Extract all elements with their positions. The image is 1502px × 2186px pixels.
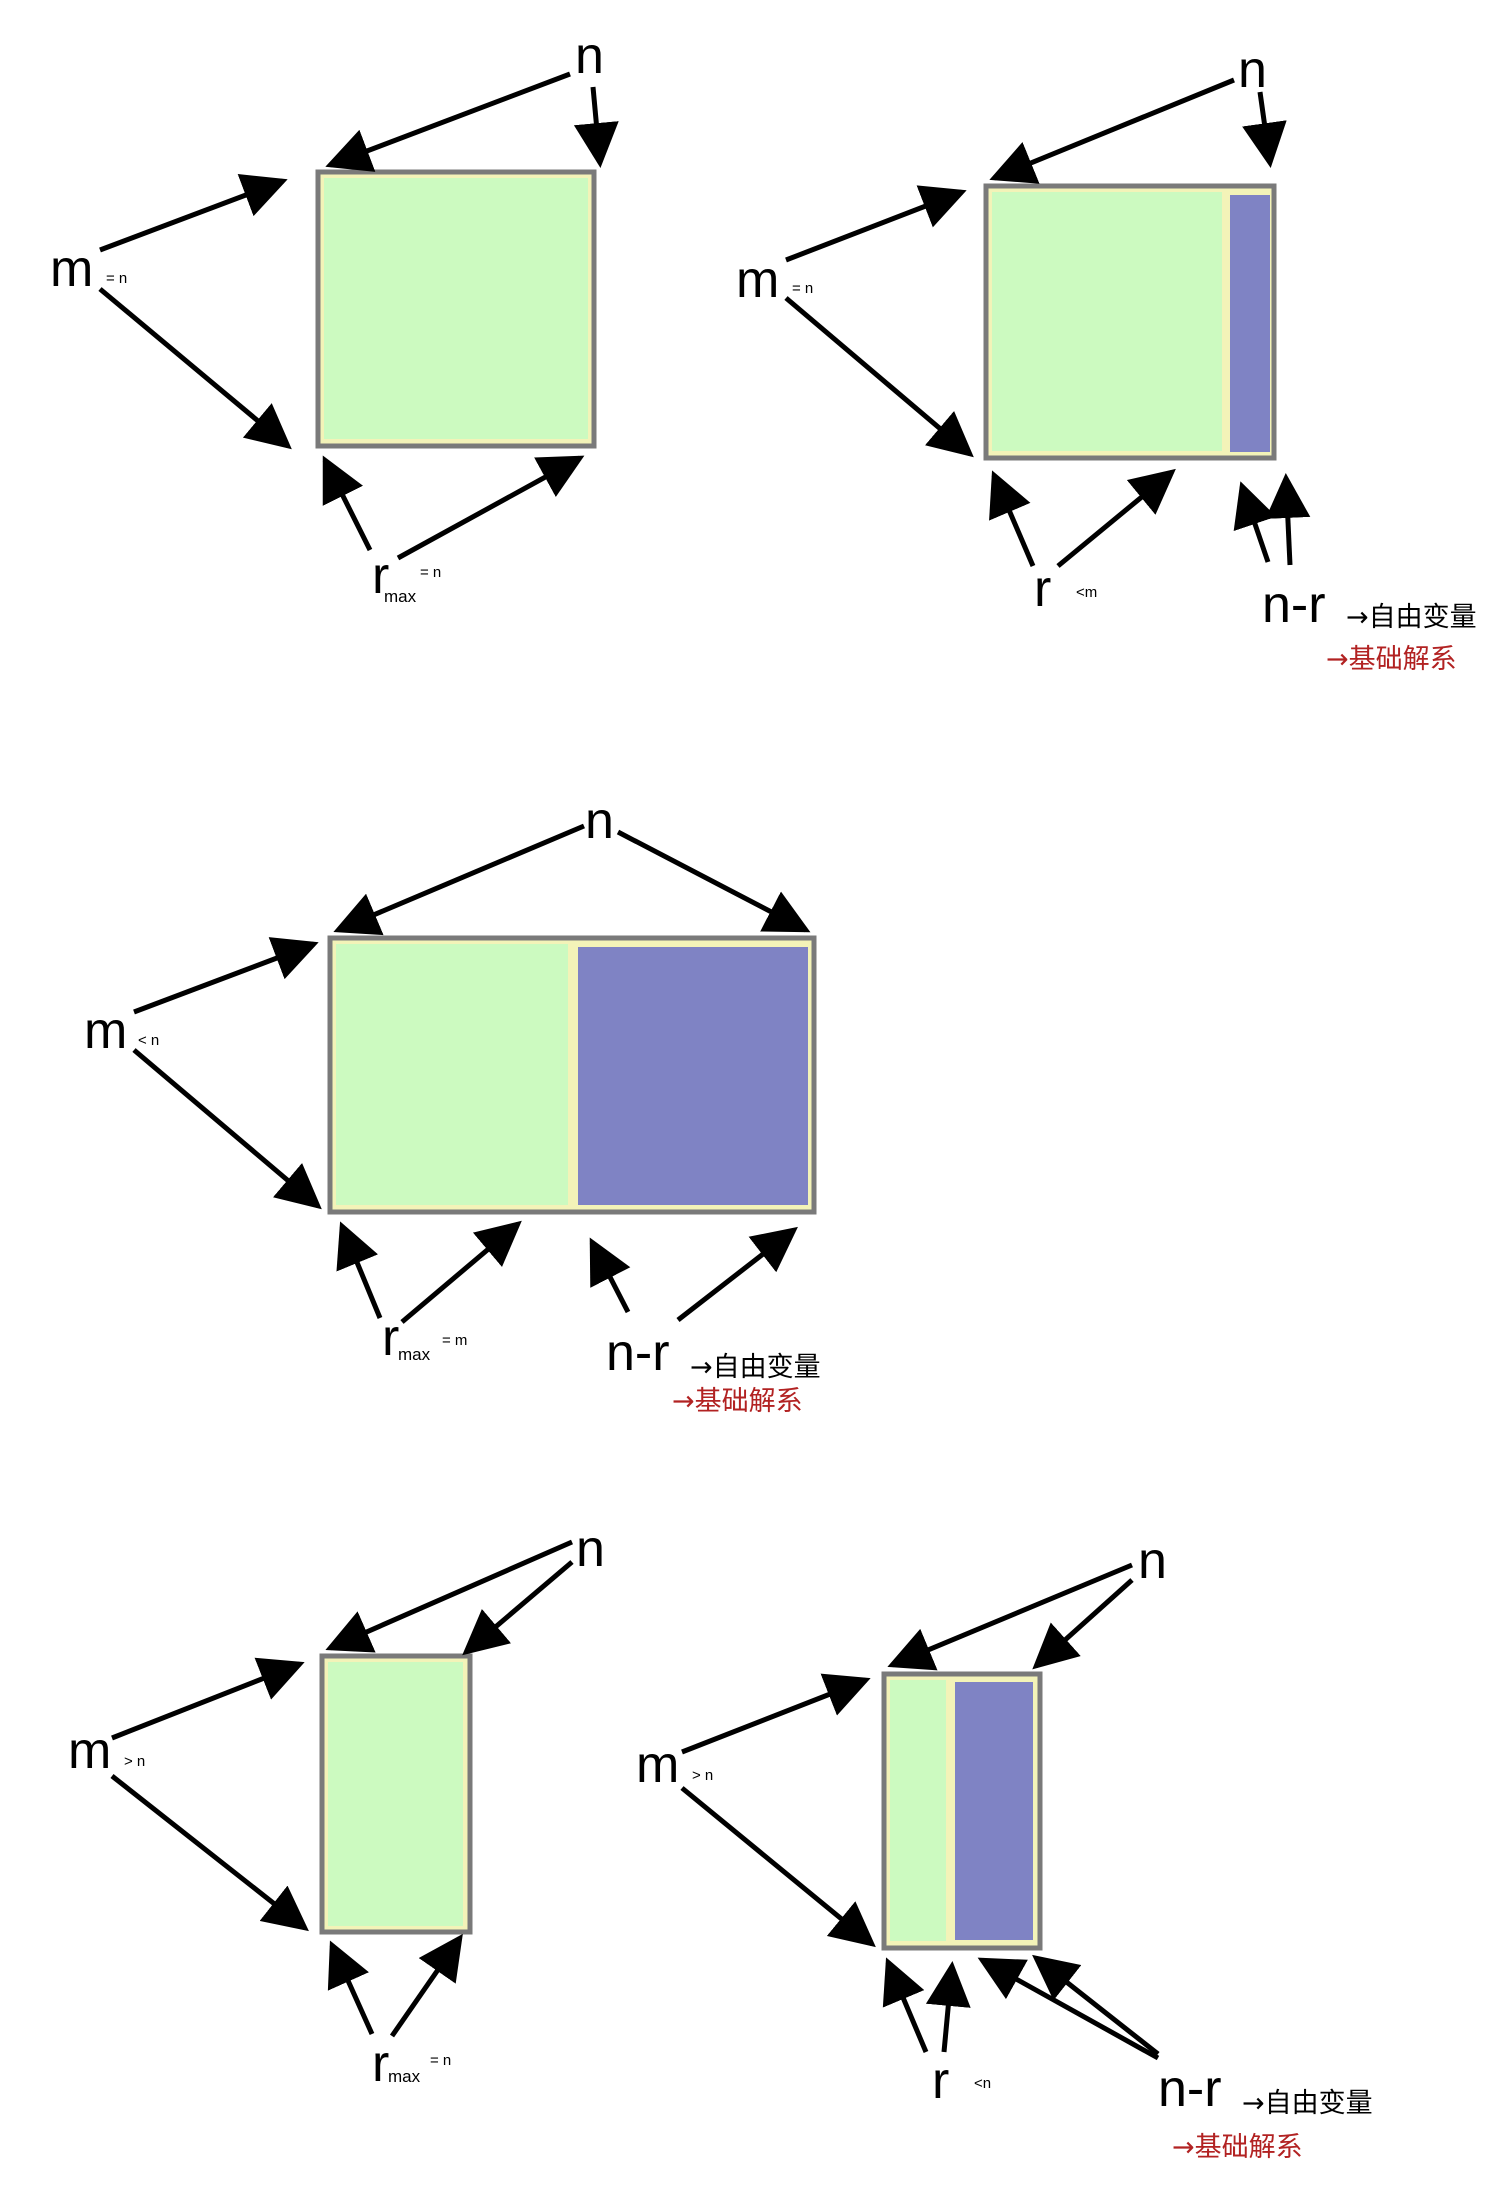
label-n: n: [576, 1520, 605, 1578]
arrows: [132, 823, 811, 1324]
label-r-sup: = n: [430, 2052, 451, 2069]
diagram-square-full-rank: n m = n r max = n: [50, 27, 619, 606]
free-block-blue: [1230, 195, 1270, 452]
label-r: r: [932, 2052, 949, 2110]
label-basic-solution: →基础解系: [1326, 644, 1457, 675]
free-block-blue: [578, 947, 808, 1205]
label-r-sup: <n: [974, 2075, 991, 2092]
label-m: m: [68, 1722, 111, 1780]
label-r-sup: = n: [420, 564, 441, 581]
label-r-sub: max: [388, 2067, 421, 2086]
rank-block-green: [324, 178, 588, 439]
label-r-sub: max: [384, 587, 417, 606]
label-m: m: [50, 240, 93, 298]
label-m-sub: = n: [106, 270, 127, 287]
label-r-sup: <m: [1076, 584, 1097, 601]
label-n: n: [1138, 1532, 1167, 1590]
label-m: m: [84, 1002, 127, 1060]
label-free-variable: →自由变量: [1346, 602, 1477, 633]
label-m-sub: = n: [792, 280, 813, 297]
rank-block-green: [992, 192, 1222, 451]
label-m-sub: > n: [124, 1753, 145, 1770]
diagram-tall-deficient-rank: n m > n r <n n-r →自由变量 →基础解系: [636, 1532, 1373, 2163]
diagram-wide: n m < n r max = m n-r →自由变量 →基础解系: [84, 792, 821, 1417]
label-n: n: [1238, 41, 1267, 99]
arrows: [110, 1539, 574, 2038]
label-n-minus-r: n-r: [1158, 2060, 1222, 2118]
label-free-variable: →自由变量: [1242, 2088, 1373, 2119]
rank-block-green: [328, 1662, 463, 1926]
label-r: r: [382, 1309, 399, 1367]
label-n: n: [575, 27, 604, 85]
label-r: r: [372, 2035, 389, 2093]
label-n-minus-r: n-r: [1262, 576, 1326, 634]
label-r-sup: = m: [442, 1332, 467, 1349]
label-m-sub: < n: [138, 1032, 159, 1049]
diagram-tall-full-rank: n m > n r max = n: [68, 1520, 605, 2093]
label-basic-solution: →基础解系: [672, 1386, 803, 1417]
arrows: [680, 1562, 1160, 2061]
diagram-square-deficient-rank: n m = n r <m n-r →自由变量 →基础解系: [736, 41, 1477, 675]
label-m-sub: > n: [692, 1767, 713, 1784]
arrows: [784, 77, 1311, 568]
label-m: m: [636, 1736, 679, 1794]
label-n: n: [585, 792, 614, 850]
free-block-blue: [955, 1682, 1033, 1940]
label-r: r: [372, 547, 389, 605]
label-r: r: [1034, 560, 1051, 618]
label-r-sub: max: [398, 1345, 431, 1364]
label-free-variable: →自由变量: [690, 1352, 821, 1383]
arrows: [98, 71, 619, 561]
label-n-minus-r: n-r: [606, 1324, 670, 1382]
label-m: m: [736, 251, 779, 309]
rank-block-green: [890, 1680, 946, 1941]
label-basic-solution: →基础解系: [1172, 2132, 1303, 2163]
rank-block-green: [336, 944, 568, 1205]
